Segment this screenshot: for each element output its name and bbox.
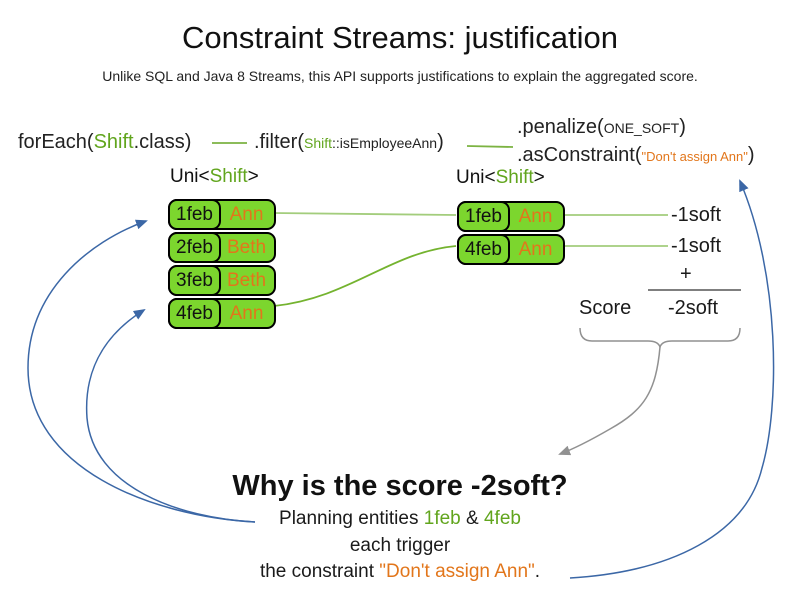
expl-line3-post: . — [534, 561, 541, 582]
code-foreach-post: .class) — [133, 131, 192, 153]
code-penalize-post: ) — [679, 116, 686, 138]
arrow-explanation-to-constraint — [569, 179, 775, 579]
shift-date: 2feb — [168, 232, 221, 263]
penalty-2: -1soft — [671, 235, 722, 257]
code-penalize-arg: ONE_SOFT — [603, 120, 680, 136]
filtered-row-1feb-ann: 1feb Ann — [457, 201, 565, 232]
expl-entity-4feb: 4feb — [483, 508, 521, 529]
shift-date: 1feb — [457, 201, 510, 232]
shift-employee: Ann — [518, 238, 553, 260]
expl-line3-pre: the constraint — [259, 561, 380, 582]
expl-line1-pre: Planning entities — [279, 508, 424, 529]
score-brace — [579, 327, 741, 350]
score-total: -2soft — [668, 297, 719, 319]
right-type-pre: Uni< — [456, 167, 496, 188]
code-asconstraint-post: ) — [747, 144, 755, 166]
why-heading: Why is the score -2soft? — [232, 470, 568, 502]
code-filter: .filter(Shift::isEmployeeAnn) — [254, 131, 444, 154]
shift-row-3feb-beth: 3feb Beth — [168, 265, 276, 296]
shift-employee: Ann — [229, 302, 264, 324]
score-label: Score — [579, 297, 632, 319]
penalty-1: -1soft — [671, 204, 722, 226]
right-type-post: > — [533, 167, 545, 188]
code-foreach-class-token: Shift — [93, 131, 134, 153]
code-foreach-pre: forEach( — [18, 131, 94, 153]
explanation-line1: Planning entities 1feb & 4feb — [0, 508, 800, 530]
expl-constraint-name: "Don't assign Ann" — [379, 561, 535, 582]
shift-employee: Ann — [229, 203, 264, 225]
connector-1feb-rows — [272, 212, 457, 216]
shift-employee: Beth — [226, 269, 267, 291]
code-asconstraint-arg: "Don't assign Ann" — [641, 149, 748, 164]
shift-row-4feb-ann: 4feb Ann — [168, 298, 276, 329]
shift-employee: Beth — [226, 236, 267, 258]
right-stream-table: 1feb Ann 4feb Ann — [457, 201, 565, 267]
connector-filter-penalize — [466, 145, 514, 148]
slide-title: Constraint Streams: justification — [182, 20, 618, 55]
shift-date: 1feb — [168, 199, 221, 230]
expl-entity-1feb: 1feb — [423, 508, 461, 529]
connector-4feb-rows — [273, 245, 457, 307]
explanation-line2: each trigger — [349, 535, 451, 556]
code-filter-arg-rest: ::isEmployeeAnn — [332, 135, 438, 151]
arrow-explanation-to-4feb — [85, 308, 256, 523]
shift-date: 3feb — [168, 265, 221, 296]
arrow-explanation-to-1feb — [27, 219, 256, 523]
plus-sign: + — [680, 263, 692, 285]
expl-line1-mid: & — [460, 508, 484, 529]
code-asconstraint: .asConstraint("Don't assign Ann") — [517, 144, 755, 167]
left-type-post: > — [247, 166, 259, 187]
explanation-line3: the constraint "Don't assign Ann". — [0, 561, 800, 583]
right-type-token: Shift — [495, 167, 534, 188]
code-filter-post: ) — [437, 131, 444, 153]
left-type-token: Shift — [209, 166, 248, 187]
code-penalize-pre: .penalize( — [517, 116, 604, 138]
code-asconstraint-pre: .asConstraint( — [517, 144, 642, 166]
left-stream-table: 1feb Ann 2feb Beth 3feb Beth 4feb Ann — [168, 199, 276, 331]
arrow-score-to-why — [558, 346, 661, 456]
shift-employee: Ann — [518, 205, 553, 227]
filtered-row-4feb-ann: 4feb Ann — [457, 234, 565, 265]
slide-subtitle: Unlike SQL and Java 8 Streams, this API … — [102, 68, 698, 84]
left-stream-type-label: Uni<Shift> — [170, 166, 259, 188]
shift-date: 4feb — [457, 234, 510, 265]
code-filter-pre: .filter( — [254, 131, 304, 153]
code-penalize: .penalize(ONE_SOFT) — [517, 116, 686, 139]
code-filter-arg-class: Shift — [304, 135, 333, 151]
code-foreach: forEach(Shift.class) — [18, 131, 191, 154]
left-type-pre: Uni< — [170, 166, 210, 187]
right-stream-type-label: Uni<Shift> — [456, 167, 545, 189]
shift-row-2feb-beth: 2feb Beth — [168, 232, 276, 263]
shift-row-1feb-ann: 1feb Ann — [168, 199, 276, 230]
shift-date: 4feb — [168, 298, 221, 329]
